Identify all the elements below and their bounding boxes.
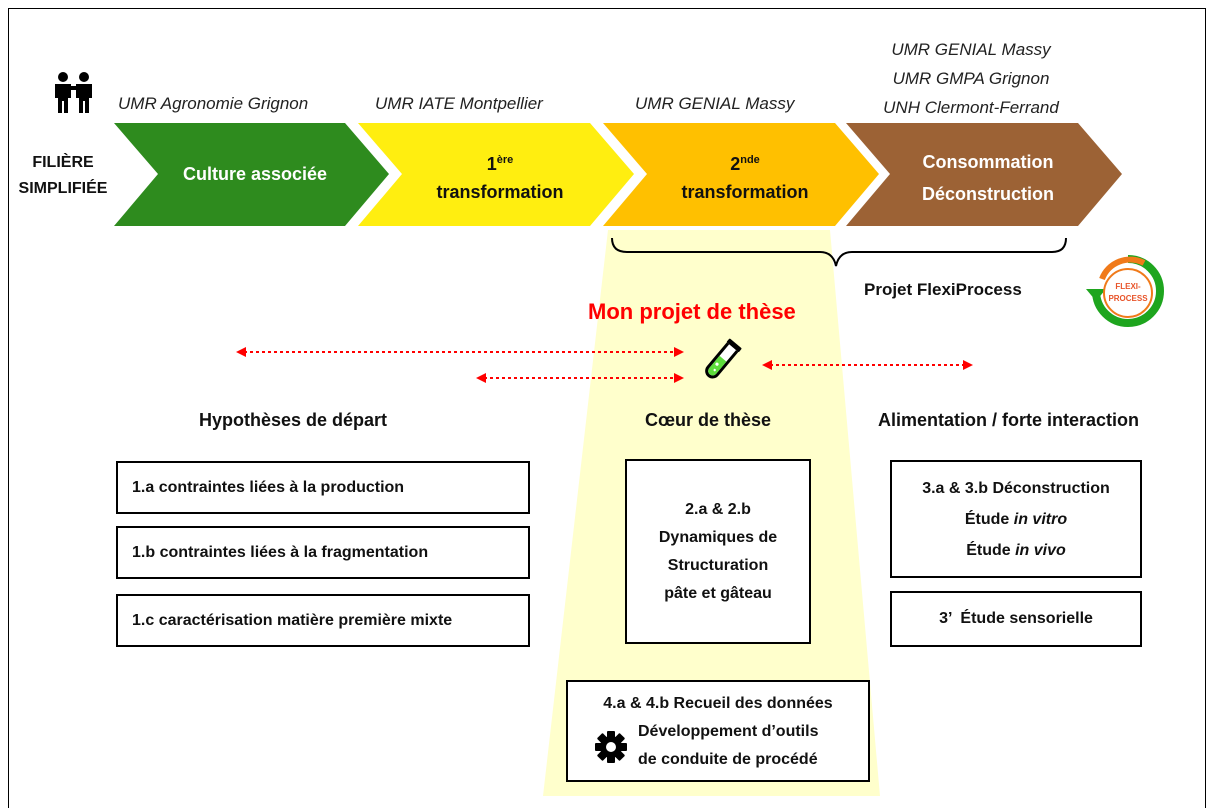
chevron-transfo-2-label: 2nde transformation bbox=[650, 146, 840, 206]
lab-right-1: UMR GENIAL Massy bbox=[891, 40, 1051, 59]
hypothesis-box-1c: 1.c caractérisation matière première mix… bbox=[116, 594, 530, 647]
conso-line-1: Consommation bbox=[922, 152, 1054, 172]
deconstruction-line-2: Étude in vitro bbox=[965, 504, 1067, 535]
coeur-box: 2.a & 2.b Dynamiques de Structuration pâ… bbox=[625, 459, 811, 644]
lab-stack: UMR GENIAL Massy UMR GMPA Grignon UNH Cl… bbox=[866, 35, 1076, 122]
chevron-transfo-2 bbox=[603, 123, 879, 226]
logo-text-2: PROCESS bbox=[1108, 294, 1148, 303]
people-icon bbox=[55, 72, 92, 113]
flexiprocess-bracket bbox=[611, 237, 1067, 267]
in-vitro-text: in vitro bbox=[1013, 510, 1068, 528]
t2-sup: nde bbox=[740, 154, 760, 166]
deconstruction-line-3: Étude in vivo bbox=[966, 535, 1066, 566]
test-tube-icon bbox=[705, 338, 742, 379]
lab-agronomie: UMR Agronomie Grignon bbox=[118, 94, 309, 113]
lab-genial: UMR GENIAL Massy bbox=[635, 94, 795, 113]
red-arrows bbox=[244, 351, 965, 379]
flexiprocess-label: Projet FlexiProcess bbox=[864, 280, 1022, 299]
chevron-transfo-1 bbox=[358, 123, 634, 226]
t2-word: transformation bbox=[681, 182, 809, 202]
lab-iate: UMR IATE Montpellier bbox=[375, 94, 543, 113]
coeur-line-3: Structuration bbox=[667, 556, 769, 574]
deconstruction-box: 3.a & 3.b Déconstruction Étude in vitro … bbox=[890, 460, 1142, 578]
in-vivo-text: in vivo bbox=[1015, 541, 1066, 559]
hypothesis-box-1a: 1.a contraintes liées à la production bbox=[116, 461, 530, 514]
recueil-line-3: de conduite de procédé bbox=[638, 751, 818, 768]
deconstruction-line-1: 3.a & 3.b Déconstruction bbox=[922, 479, 1110, 497]
t1-sup: ère bbox=[496, 154, 514, 166]
coeur-line-1: 2.a & 2.b bbox=[685, 500, 751, 518]
recueil-line-2: Développement d’outils bbox=[638, 723, 819, 740]
chevron-transfo-1-label: 1ère transformation bbox=[405, 146, 595, 206]
flexiprocess-logo-icon: FLEXI- PROCESS bbox=[1086, 255, 1164, 327]
logo-text-1: FLEXI- bbox=[1115, 282, 1141, 291]
sensorielle-box: 3’ Étude sensorielle bbox=[890, 591, 1142, 647]
gear-icon bbox=[594, 730, 628, 774]
lab-right-3: UNH Clermont-Ferrand bbox=[883, 98, 1059, 117]
coeur-line-2: Dynamiques de bbox=[658, 528, 778, 546]
these-title: Mon projet de thèse bbox=[588, 299, 796, 324]
t2-num: 2 bbox=[730, 154, 741, 174]
recueil-line-1: 4.a & 4.b Recueil des données bbox=[603, 695, 833, 712]
coeur-line-4: pâte et gâteau bbox=[664, 584, 772, 602]
t1-word: transformation bbox=[436, 182, 564, 202]
hypothesis-box-1b: 1.b contraintes liées à la fragmentation bbox=[116, 526, 530, 579]
header-hypotheses: Hypothèses de départ bbox=[199, 410, 388, 430]
in-vitro-prefix: Étude bbox=[964, 510, 1014, 528]
diagram-frame bbox=[8, 8, 1206, 808]
header-alimentation: Alimentation / forte interaction bbox=[878, 410, 1140, 430]
lab-right-2: UMR GMPA Grignon bbox=[892, 69, 1050, 88]
header-coeur: Cœur de thèse bbox=[645, 410, 772, 430]
chevron-consommation bbox=[846, 123, 1122, 226]
chevron-culture-label: Culture associée bbox=[182, 164, 328, 184]
filiere-line-2: SIMPLIFIÉE bbox=[18, 180, 108, 197]
filiere-line-1: FILIÈRE bbox=[32, 154, 94, 171]
recueil-box: 4.a & 4.b Recueil des données Développem… bbox=[566, 680, 870, 782]
in-vivo-prefix: Étude bbox=[966, 541, 1016, 559]
conso-line-2: Déconstruction bbox=[921, 184, 1054, 204]
chevron-consommation-label: Consommation Déconstruction bbox=[888, 146, 1088, 210]
chevron-culture bbox=[114, 123, 389, 226]
t1-num: 1 bbox=[486, 154, 497, 174]
filiere-label: FILIÈRE SIMPLIFIÉE bbox=[17, 150, 109, 202]
